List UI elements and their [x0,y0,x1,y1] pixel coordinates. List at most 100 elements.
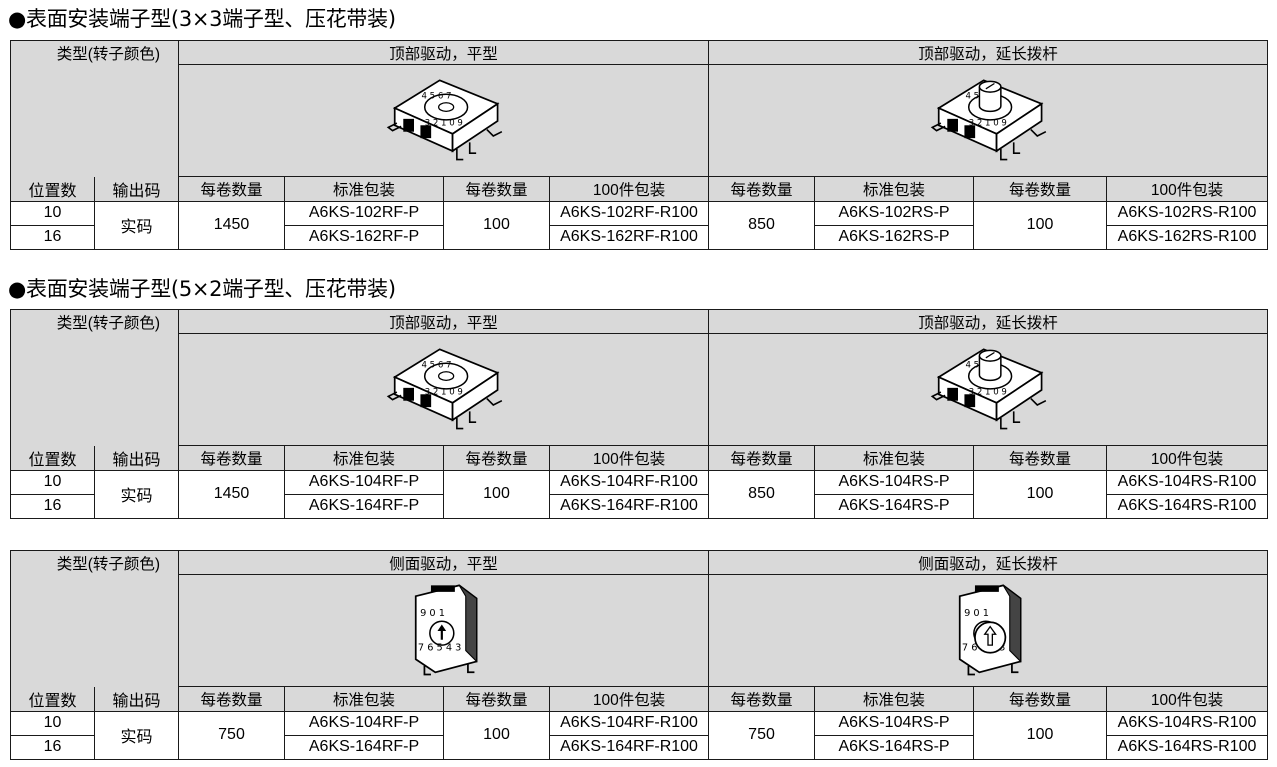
col-header: 位置数 [10,176,95,202]
top-knob-switch-icon [928,345,1048,435]
product-image-right [708,333,1269,446]
col-header: 100件包装 [549,686,710,712]
col-header: 每卷数量 [973,176,1108,202]
model-number: A6KS-102RS-R100 [1106,200,1269,226]
product-image-right [708,64,1269,177]
position-count: 16 [10,493,95,519]
col-header: 每卷数量 [708,686,816,712]
output-code: 实码 [93,200,180,250]
group-header-right: 顶部驱动，延长拨杆 [708,40,1269,65]
model-table-3x3: 类型(转子颜色) 顶部驱动，平型 顶部驱动，延长拨杆 位置数 输出码 每卷数量 … [9,40,1269,250]
model-number: A6KS-164RS-P [814,493,975,519]
pack-qty-right: 100 [973,200,1108,250]
position-count: 10 [10,200,95,226]
col-header: 位置数 [10,445,95,471]
col-header: 输出码 [93,686,180,712]
model-number: A6KS-102RF-R100 [549,200,710,226]
col-header: 100件包装 [1106,176,1269,202]
position-count: 10 [10,469,95,495]
group-header-right: 顶部驱动，延长拨杆 [708,309,1269,334]
model-number: A6KS-104RF-P [284,710,445,736]
pack-qty-left: 100 [443,710,551,760]
position-count: 10 [10,710,95,736]
col-header: 位置数 [10,686,95,712]
col-header: 标准包装 [814,176,975,202]
pack-qty-left: 100 [443,469,551,519]
model-number: A6KS-104RS-P [814,710,975,736]
output-code: 实码 [93,710,180,760]
std-qty-left: 1450 [178,469,286,519]
col-header: 每卷数量 [178,445,286,471]
col-header: 每卷数量 [443,445,551,471]
model-number: A6KS-164RF-R100 [549,734,710,760]
model-number: A6KS-162RS-R100 [1106,224,1269,250]
std-qty-right: 750 [708,710,816,760]
model-number: A6KS-162RF-R100 [549,224,710,250]
top-flat-switch-icon [386,78,503,160]
model-number: A6KS-102RF-P [284,200,445,226]
position-count: 16 [10,734,95,760]
col-header: 100件包装 [549,176,710,202]
std-qty-right: 850 [708,200,816,250]
model-number: A6KS-104RF-R100 [549,469,710,495]
model-number: A6KS-104RS-P [814,469,975,495]
model-number: A6KS-104RF-P [284,469,445,495]
model-number: A6KS-164RF-R100 [549,493,710,519]
model-number: A6KS-164RS-P [814,734,975,760]
pack-qty-right: 100 [973,710,1108,760]
col-header: 输出码 [93,176,180,202]
model-number: A6KS-164RS-R100 [1106,493,1269,519]
col-header: 每卷数量 [973,686,1108,712]
pack-qty-left: 100 [443,200,551,250]
col-header: 每卷数量 [708,445,816,471]
col-header: 每卷数量 [178,176,286,202]
col-header: 标准包装 [284,686,445,712]
col-header: 每卷数量 [708,176,816,202]
top-knob-switch-icon [928,76,1048,166]
model-table-side: 类型(转子颜色) 侧面驱动，平型 侧面驱动，延长拨杆 位置数 输出码 每卷数量 … [9,550,1269,760]
col-header: 100件包装 [1106,686,1269,712]
col-header: 标准包装 [814,686,975,712]
side-knob-switch-icon [948,581,1028,681]
product-image-left [178,64,710,177]
col-header: 标准包装 [284,445,445,471]
position-count: 16 [10,224,95,250]
model-number: A6KS-104RS-R100 [1106,469,1269,495]
section-title: ●表面安装端子型(5×2端子型、压花带装) [8,277,396,301]
section-title: ●表面安装端子型(3×3端子型、压花带装) [8,7,396,31]
col-header: 100件包装 [1106,445,1269,471]
col-header: 标准包装 [284,176,445,202]
top-flat-switch-icon [386,347,503,429]
model-number: A6KS-164RS-R100 [1106,734,1269,760]
model-number: A6KS-162RF-P [284,224,445,250]
group-header-left: 侧面驱动，平型 [178,550,710,575]
type-label: 类型(转子颜色) [9,40,180,177]
type-label: 类型(转子颜色) [9,309,180,446]
model-table-5x2: 类型(转子颜色) 顶部驱动，平型 顶部驱动，延长拨杆 位置数 输出码 每卷数量 … [9,309,1269,519]
model-number: A6KS-164RF-P [284,493,445,519]
model-number: A6KS-164RF-P [284,734,445,760]
product-image-left [178,333,710,446]
output-code: 实码 [93,469,180,519]
group-header-left: 顶部驱动，平型 [178,309,710,334]
product-image-left [178,574,710,687]
std-qty-right: 850 [708,469,816,519]
group-header-left: 顶部驱动，平型 [178,40,710,65]
col-header: 100件包装 [549,445,710,471]
col-header: 标准包装 [814,445,975,471]
model-number: A6KS-104RS-R100 [1106,710,1269,736]
pack-qty-right: 100 [973,469,1108,519]
group-header-right: 侧面驱动，延长拨杆 [708,550,1269,575]
product-image-right [708,574,1269,687]
model-number: A6KS-162RS-P [814,224,975,250]
std-qty-left: 750 [178,710,286,760]
col-header: 每卷数量 [973,445,1108,471]
model-number: A6KS-102RS-P [814,200,975,226]
col-header: 每卷数量 [178,686,286,712]
side-flat-switch-icon [414,583,477,675]
std-qty-left: 1450 [178,200,286,250]
model-number: A6KS-104RF-R100 [549,710,710,736]
type-label: 类型(转子颜色) [9,550,180,687]
col-header: 每卷数量 [443,686,551,712]
col-header: 每卷数量 [443,176,551,202]
